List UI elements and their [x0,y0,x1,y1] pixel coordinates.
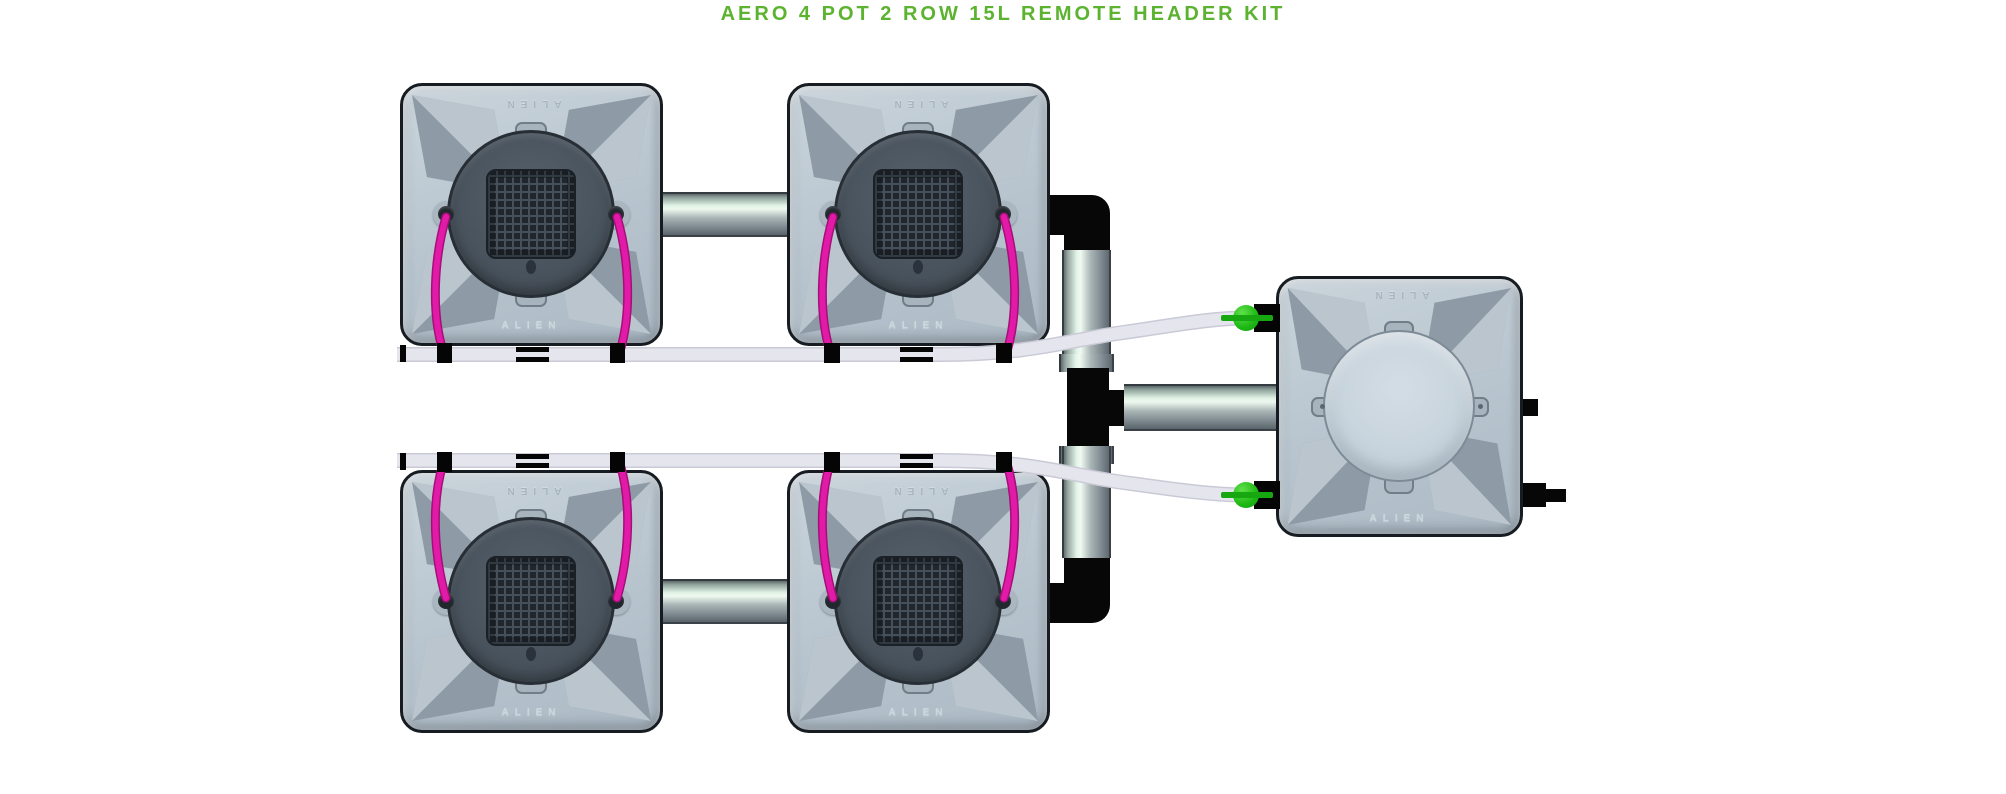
tank-outlet-fitting-bottom [1520,483,1546,507]
tube-port-right [608,206,624,222]
header-tank: ALIEN ALIEN [1276,276,1523,537]
manifold-union-bar [516,347,549,352]
lid-port-hole [913,260,923,274]
alien-label-top: ALIEN [888,485,949,496]
tee-connector-stub [1109,390,1124,426]
tube-port-right [608,593,624,609]
ball-valve-top-handle [1221,315,1273,321]
lid-screw-left [1320,404,1325,409]
elbow-vertical-arm [1064,215,1110,253]
tube-port-left [825,593,841,609]
tube-port-left [438,206,454,222]
elbow-horizontal-arm [1048,583,1110,623]
tube-port-left [438,593,454,609]
alien-label-bottom: ALIEN [501,707,562,718]
manifold-end-cap-top [400,345,406,362]
tube-connector [437,452,452,472]
alien-label-top: ALIEN [501,98,562,109]
tube-connector [610,452,625,472]
manifold-union-bar [900,463,933,468]
tee-connector [1067,368,1109,448]
down-pipe-lower [1062,446,1111,558]
tank-outlet-stub-bottom [1546,489,1566,502]
pot-1: ALIEN ALIEN [400,83,663,346]
tube-connector [824,343,840,363]
pot-4: ALIEN ALIEN [787,470,1050,733]
manifold-union-bar [516,454,549,459]
lid-port-hole [913,647,923,661]
inter-pot-pipe-bottom [663,579,790,624]
pot-3: ALIEN ALIEN [400,470,663,733]
tube-port-right [995,593,1011,609]
manifold-union-bar [516,463,549,468]
lid-mesh [873,556,963,646]
page-title: AERO 4 POT 2 ROW 15L REMOTE HEADER KIT [720,3,1286,25]
alien-label-top: ALIEN [1369,289,1430,300]
pot-2: ALIEN ALIEN [787,83,1050,346]
tank-outlet-fitting-mid [1520,399,1538,416]
manifold-union-bar [900,357,933,362]
alien-label-bottom: ALIEN [888,707,949,718]
tube-connector [610,343,625,363]
manifold-end-cap-bottom [400,453,406,470]
manifold-union-bar [900,347,933,352]
tank-lid [1323,330,1475,482]
tube-connector [824,452,840,472]
tube-connector [437,343,452,363]
lid-port-hole [526,260,536,274]
tube-connector [996,343,1012,363]
alien-label-bottom: ALIEN [888,320,949,331]
alien-label-bottom: ALIEN [1369,513,1430,524]
tube-port-left [825,206,841,222]
alien-label-top: ALIEN [501,485,562,496]
elbow-fitting-bottom [1048,558,1110,623]
header-feed-pipe [1124,384,1277,431]
manifold-union-bar [900,454,933,459]
lid-port-hole [526,647,536,661]
lid-mesh [873,169,963,259]
manifold-union-bar [516,357,549,362]
tube-connector [996,452,1012,472]
lid-screw-right [1478,404,1483,409]
elbow-fitting-top [1048,195,1110,253]
lid-mesh [486,556,576,646]
ball-valve-bottom-handle [1221,492,1273,498]
alien-label-top: ALIEN [888,98,949,109]
inter-pot-pipe-top [663,192,790,237]
tube-port-right [995,206,1011,222]
lid-mesh [486,169,576,259]
alien-label-bottom: ALIEN [501,320,562,331]
